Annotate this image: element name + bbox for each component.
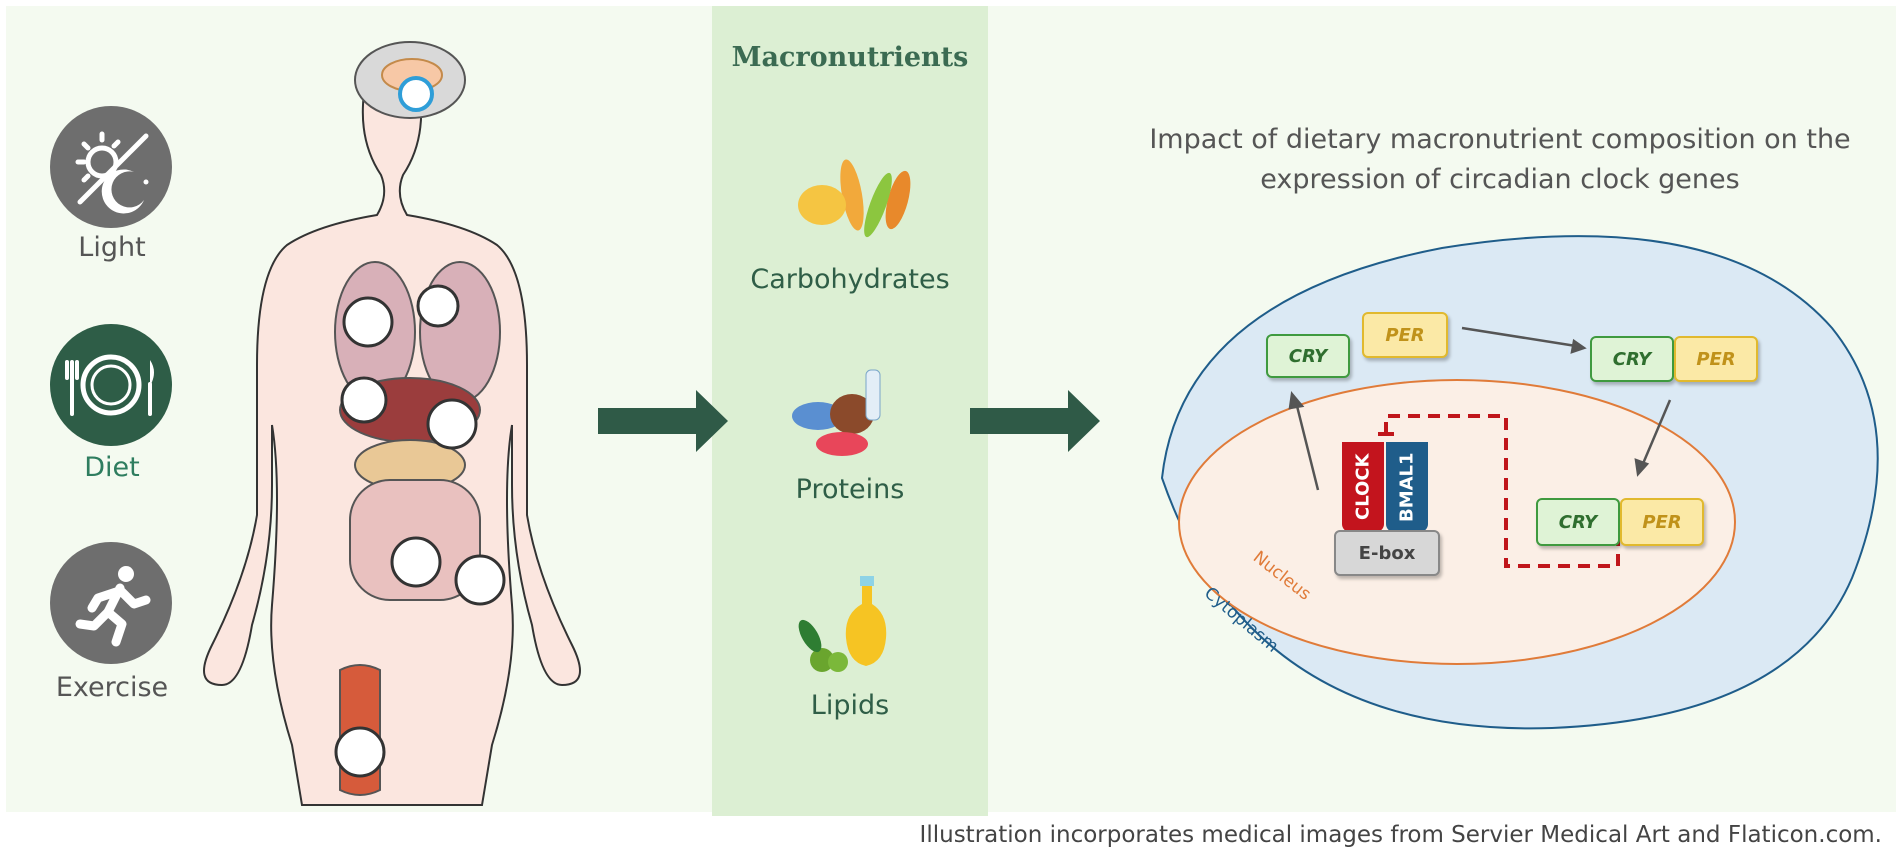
oil-bottle-icon	[798, 576, 887, 672]
lipids-label: Lipids	[810, 690, 890, 721]
wheat-icon	[798, 159, 911, 238]
diagram-title-line2: expression of circadian clock genes	[1260, 164, 1740, 195]
protein-food-icon	[792, 369, 881, 456]
per-complex-top: PER	[1674, 336, 1758, 382]
diet-icon	[50, 324, 172, 446]
per-complex-nucleus: PER	[1620, 498, 1704, 546]
clock-gene: CLOCK	[1342, 442, 1384, 532]
diet-label: Diet	[84, 452, 140, 483]
proteins-label: Proteins	[795, 474, 905, 505]
arrow-to-diagram	[970, 390, 1100, 452]
bmal1-gene: BMAL1	[1386, 442, 1428, 532]
light-label: Light	[78, 232, 146, 263]
exercise-icon	[50, 542, 172, 664]
light-icon	[50, 106, 172, 228]
cry-complex-nucleus: CRY	[1536, 498, 1620, 546]
per-protein-cytoplasm: PER	[1362, 312, 1448, 358]
exercise-label: Exercise	[55, 672, 169, 703]
macronutrients-title: Macronutrients	[731, 42, 969, 73]
carbohydrates-label: Carbohydrates	[750, 264, 950, 295]
cry-complex-top: CRY	[1590, 336, 1674, 382]
diagram-title-line1: Impact of dietary macronutrient composit…	[1149, 124, 1851, 155]
nucleus	[1178, 379, 1736, 665]
arrow-to-macronutrients	[598, 390, 728, 452]
attribution-footer: Illustration incorporates medical images…	[919, 822, 1882, 848]
e-box: E-box	[1334, 530, 1440, 576]
diagram-title: Impact of dietary macronutrient composit…	[1120, 120, 1880, 200]
cry-protein-cytoplasm: CRY	[1266, 334, 1350, 378]
